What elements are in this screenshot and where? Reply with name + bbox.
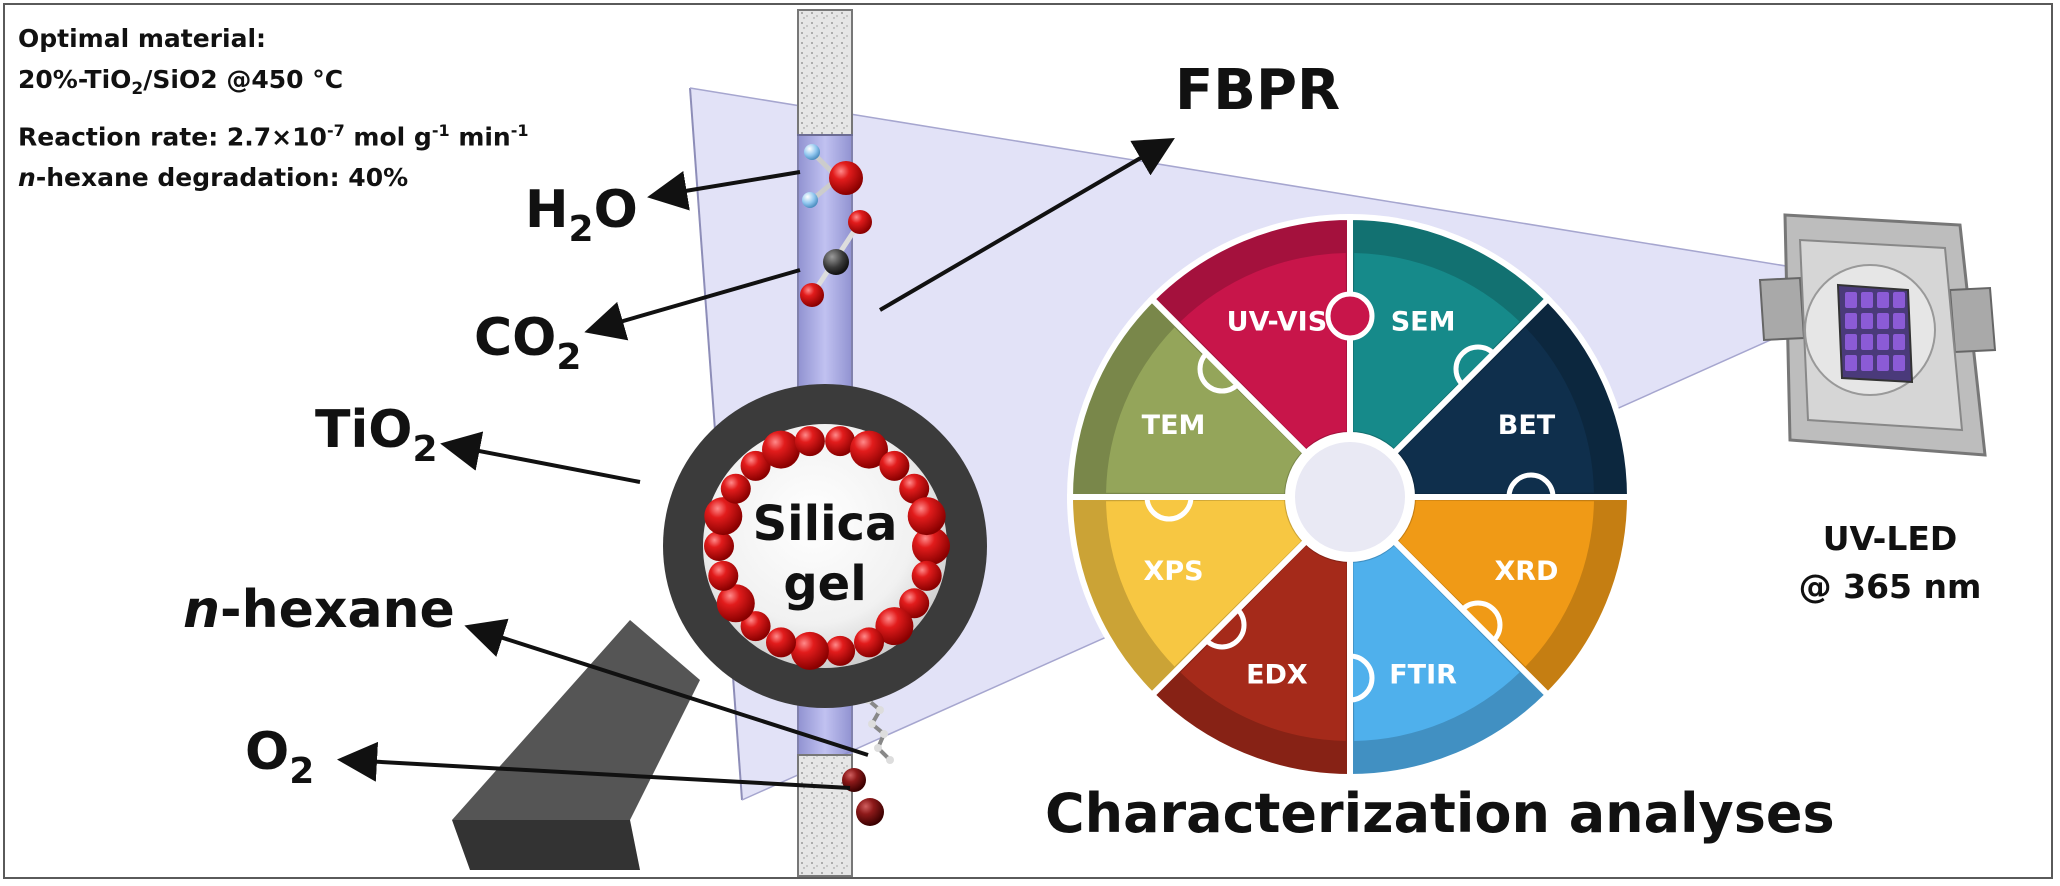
info-line-2: 20%-TiO2/SiO2 @450 °C — [18, 65, 344, 99]
tio2-particle-ring — [704, 426, 950, 670]
tube-bottom-packing — [797, 754, 853, 877]
silica-label-line2: gel — [783, 556, 866, 612]
co2-molecule — [800, 210, 872, 307]
led-chip — [1845, 355, 1857, 371]
arrow-to-hexane — [464, 618, 869, 757]
led-chip — [1877, 292, 1889, 308]
puzzle-piece-face — [1106, 327, 1301, 494]
puzzle-piece-face — [1353, 253, 1520, 448]
o2-label: O2 — [245, 722, 315, 792]
puzzle-label-tem: TEM — [1142, 410, 1206, 441]
led-chip — [1845, 334, 1857, 350]
led-chip — [1893, 292, 1905, 308]
led-chip — [1877, 355, 1889, 371]
characterization-puzzle-wheel: SEM BET XRD FTIR EDX XPS TEM UV-VIS — [1066, 213, 1634, 781]
led-chip — [1845, 292, 1857, 308]
tio2-particle — [850, 430, 888, 469]
arrow-to-fbpr — [878, 137, 1175, 312]
info-line-4: n-hexane degradation: 40% — [18, 163, 409, 193]
arrow-to-tio2 — [440, 431, 641, 484]
arrow-to-co2 — [584, 268, 801, 341]
tio2-particle — [899, 473, 930, 504]
tube-top-packing — [797, 9, 853, 136]
tio2-particle — [825, 635, 856, 666]
magnifier-handle-shadow — [452, 820, 640, 870]
silica-label-line1: Silica — [753, 496, 898, 552]
co2-label: CO2 — [474, 308, 582, 378]
fbpr-label: FBPR — [1175, 58, 1341, 123]
puzzle-knob — [1325, 291, 1375, 341]
tio2-label: TiO2 — [315, 400, 438, 470]
led-chip — [1845, 313, 1857, 329]
silica-gel-particle — [703, 424, 947, 668]
puzzle-label-xrd: XRD — [1494, 556, 1558, 587]
tio2-particle — [704, 531, 734, 561]
tio2-particle — [879, 450, 910, 481]
led-chip — [1893, 355, 1905, 371]
led-chip — [1893, 313, 1905, 329]
figure-border — [3, 3, 2053, 879]
optimal-material-info: Optimal material: 20%-TiO2/SiO2 @450 °C … — [18, 18, 529, 198]
arrow-to-h2o — [647, 170, 801, 211]
tio2-particle — [825, 426, 856, 457]
puzzle-label-sem: SEM — [1391, 307, 1456, 338]
puzzle-piece-face — [1180, 546, 1347, 741]
tio2-particle — [720, 473, 751, 504]
uv-led-label: UV-LED @ 365 nm — [1798, 519, 1982, 606]
led-chip — [1861, 355, 1873, 371]
tio2-particle — [716, 584, 755, 623]
arrow-to-o2 — [337, 741, 851, 790]
tio2-particle — [708, 560, 739, 591]
puzzle-label-bet: BET — [1498, 410, 1556, 441]
tio2-particle — [790, 631, 829, 670]
tio2-particle — [794, 426, 825, 457]
n-hexane-label: n-hexane — [183, 580, 455, 640]
puzzle-piece-face — [1353, 546, 1520, 741]
tio2-particle — [740, 611, 771, 642]
tio2-particle — [854, 627, 884, 658]
characterization-caption: Characterization analyses — [1045, 782, 1835, 845]
tio2-particle — [740, 450, 771, 481]
info-line-1: Optimal material: — [18, 24, 267, 53]
h2o-label: H2O — [525, 180, 638, 250]
puzzle-label-uv-vis: UV-VIS — [1227, 307, 1328, 338]
puzzle-piece-face — [1180, 253, 1347, 448]
led-chip — [1877, 313, 1889, 329]
led-chip — [1877, 334, 1889, 350]
tio2-particle — [875, 607, 914, 646]
led-chip-array — [1845, 292, 1905, 371]
led-chip — [1861, 334, 1873, 350]
tio2-particle — [899, 588, 930, 619]
tio2-particle — [766, 627, 796, 658]
tio2-particle — [912, 527, 950, 565]
led-chip — [1861, 313, 1873, 329]
led-chip — [1861, 292, 1873, 308]
puzzle-center-hole — [1289, 436, 1411, 558]
puzzle-piece-face — [1399, 500, 1594, 667]
tio2-particle — [911, 560, 942, 591]
tio2-particle — [704, 497, 743, 536]
tio2-particle — [907, 497, 946, 536]
puzzle-piece-face — [1399, 327, 1594, 494]
puzzle-label-ftir: FTIR — [1389, 659, 1457, 690]
led-chip — [1893, 334, 1905, 350]
puzzle-piece-face — [1106, 500, 1301, 667]
puzzle-label-xps: XPS — [1144, 556, 1204, 587]
tio2-particle — [762, 430, 800, 469]
puzzle-label-edx: EDX — [1246, 659, 1308, 690]
uv-led-device — [1758, 213, 1997, 457]
info-line-3: Reaction rate: 2.7×10-7 mol g-1 min-1 — [18, 121, 529, 152]
h2o-molecule — [802, 144, 863, 208]
